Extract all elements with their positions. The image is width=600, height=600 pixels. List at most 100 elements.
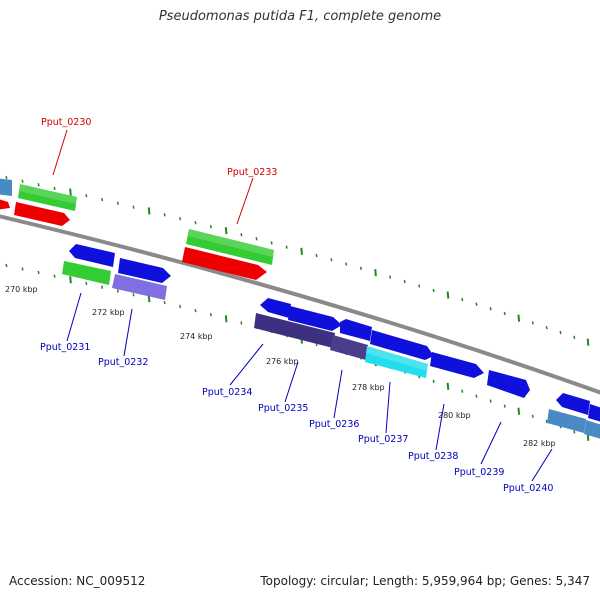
tick-mark <box>270 241 273 245</box>
tick-mark <box>446 382 450 390</box>
gene-feature[interactable] <box>0 178 12 196</box>
tick-mark <box>403 279 406 284</box>
gene-feature[interactable] <box>18 184 77 211</box>
tick-mark <box>359 266 362 271</box>
tick-mark <box>132 205 135 209</box>
tick-mark <box>573 430 576 434</box>
gene-feature[interactable] <box>547 409 586 433</box>
tick-mark <box>147 207 151 215</box>
gene-label-pput-0240[interactable]: Pput_0240 <box>503 483 553 494</box>
tick-mark <box>432 288 435 293</box>
tick-mark <box>224 315 228 323</box>
tick-mark <box>53 186 56 191</box>
gene-feature[interactable] <box>288 306 342 331</box>
tick-mark <box>461 297 464 302</box>
gene-label-pput-0237[interactable]: Pput_0237 <box>358 434 408 445</box>
tick-mark <box>489 307 492 311</box>
tick-mark <box>285 245 288 249</box>
tick-mark <box>116 289 119 293</box>
gene-feature[interactable] <box>365 346 428 378</box>
kbp-label: 278 kbp <box>352 383 385 392</box>
tick-mark <box>255 237 258 241</box>
tick-mark <box>224 227 228 235</box>
tick-mark <box>209 313 212 317</box>
gene-feature[interactable] <box>430 352 484 378</box>
tick-mark <box>194 308 197 313</box>
tick-mark <box>330 258 333 262</box>
tick-mark <box>194 221 197 225</box>
gene-feature[interactable] <box>62 261 111 285</box>
kbp-label: 272 kbp <box>92 308 125 317</box>
gene-label-pput-0234[interactable]: Pput_0234 <box>202 387 252 398</box>
tick-mark <box>132 293 135 297</box>
gene-feature[interactable] <box>0 198 10 210</box>
gene-feature[interactable] <box>186 229 274 265</box>
tick-mark <box>475 302 478 306</box>
tick-mark <box>21 267 24 271</box>
tick-mark <box>503 311 506 316</box>
gene-label-pput-0238[interactable]: Pput_0238 <box>408 451 458 462</box>
gene-feature[interactable] <box>370 330 434 360</box>
tick-mark <box>69 188 72 196</box>
tick-mark <box>69 276 72 284</box>
tick-mark <box>5 175 8 180</box>
tick-mark <box>5 263 8 268</box>
gene-feature[interactable] <box>330 335 368 360</box>
accession-text: Accession: NC_009512 <box>9 574 146 588</box>
tick-mark <box>461 389 464 393</box>
tick-mark <box>517 314 521 322</box>
gene-feature[interactable] <box>118 258 171 283</box>
tick-mark <box>345 262 348 266</box>
tick-mark <box>573 335 576 339</box>
tick-mark <box>531 321 534 325</box>
genome-backbone <box>0 214 600 395</box>
gene-labels: Pput_0230 Pput_0233 Pput_0231 Pput_0232 … <box>40 117 553 494</box>
kbp-label: 280 kbp <box>438 411 471 420</box>
gene-feature[interactable] <box>112 274 167 300</box>
gene-feature[interactable] <box>487 370 530 398</box>
gene-label-pput-0235[interactable]: Pput_0235 <box>258 403 308 414</box>
tick-mark <box>531 414 534 418</box>
genome-stats: Topology: circular; Length: 5,959,964 bp… <box>260 574 590 588</box>
tick-mark <box>53 274 56 278</box>
tick-mark <box>586 338 590 346</box>
tick-mark <box>101 285 104 289</box>
kbp-label: 276 kbp <box>266 357 299 366</box>
genome-title: Pseudomonas putida F1, complete genome <box>158 9 442 24</box>
label-leaders <box>52 129 553 482</box>
tick-mark <box>432 379 435 384</box>
tick-mark <box>559 330 562 335</box>
tick-mark <box>389 275 392 279</box>
gene-feature[interactable] <box>14 202 70 226</box>
tick-mark <box>37 183 40 187</box>
tick-mark <box>475 394 478 398</box>
gene-label-pput-0233[interactable]: Pput_0233 <box>227 167 277 178</box>
tick-mark <box>163 300 166 305</box>
gene-label-pput-0239[interactable]: Pput_0239 <box>454 467 504 478</box>
gene-feature[interactable] <box>69 244 115 267</box>
tick-mark <box>163 213 166 217</box>
gene-label-pput-0232[interactable]: Pput_0232 <box>98 357 148 368</box>
gene-feature[interactable] <box>584 420 600 440</box>
gene-feature[interactable] <box>588 404 600 423</box>
tick-mark <box>446 291 450 299</box>
tick-mark <box>315 253 318 258</box>
gene-feature[interactable] <box>182 247 267 280</box>
tick-mark <box>240 321 243 325</box>
tick-mark <box>37 270 40 275</box>
gene-feature[interactable] <box>556 393 590 415</box>
tick-mark <box>545 419 548 424</box>
gene-label-pput-0236[interactable]: Pput_0236 <box>309 419 359 430</box>
gene-feature[interactable] <box>254 313 335 348</box>
tick-mark <box>209 225 212 229</box>
feature-sheen <box>19 184 428 371</box>
gene-feature[interactable] <box>340 319 372 341</box>
tick-mark <box>240 233 243 237</box>
gene-label-pput-0230[interactable]: Pput_0230 <box>41 117 91 128</box>
tick-mark <box>85 194 88 198</box>
tick-mark <box>179 304 182 309</box>
gene-label-pput-0231[interactable]: Pput_0231 <box>40 342 90 353</box>
tick-mark <box>300 247 303 255</box>
kbp-axis-labels: 270 kbp 272 kbp 274 kbp 276 kbp 278 kbp … <box>5 285 556 448</box>
gene-feature[interactable] <box>260 298 291 318</box>
